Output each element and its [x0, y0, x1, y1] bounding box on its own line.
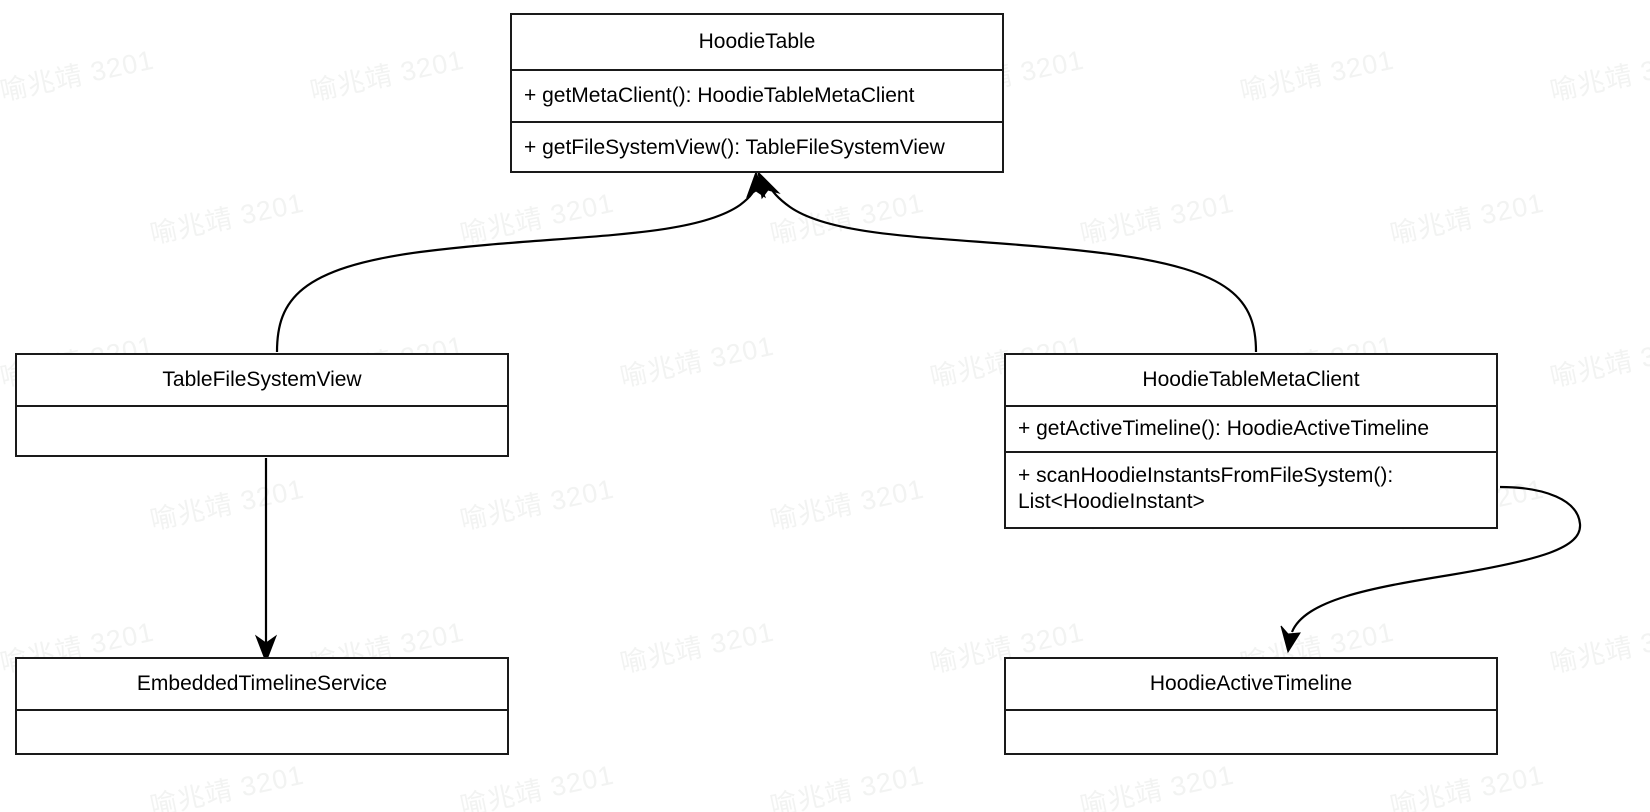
watermark-text: 喻兆靖 3201 — [1077, 759, 1237, 812]
edge-tablefsview-to-hoodietable — [275, 170, 766, 353]
class-box-hoodie-table[interactable]: HoodieTable + getMetaClient(): HoodieTab… — [510, 13, 1004, 173]
class-box-hoodie-table-meta-client[interactable]: HoodieTableMetaClient + getActiveTimelin… — [1004, 353, 1498, 529]
watermark-text: 喻兆靖 3201 — [1387, 759, 1547, 812]
edge-tablefsview-to-embeddedtimelineservice — [254, 458, 278, 664]
class-member-row: + getActiveTimeline(): HoodieActiveTimel… — [1006, 405, 1496, 451]
watermark-text: 喻兆靖 3201 — [1547, 330, 1650, 393]
watermark-text: 喻兆靖 3201 — [617, 330, 777, 393]
watermark-text: 喻兆靖 3201 — [147, 759, 307, 812]
class-member-text: + scanHoodieInstantsFromFileSystem(): Li… — [1018, 464, 1394, 514]
class-member-text: + getFileSystemView(): TableFileSystemVi… — [524, 135, 945, 159]
class-member-text: + getMetaClient(): HoodieTableMetaClient — [524, 83, 915, 107]
watermark-text: 喻兆靖 3201 — [457, 473, 617, 536]
class-box-table-file-system-view[interactable]: TableFileSystemView — [15, 353, 509, 457]
class-box-embedded-timeline-service[interactable]: EmbeddedTimelineService — [15, 657, 509, 755]
watermark-text: 喻兆靖 3201 — [767, 473, 927, 536]
watermark-text: 喻兆靖 3201 — [457, 759, 617, 812]
arrow-head-icon — [746, 170, 766, 199]
arrow-head-icon — [1280, 625, 1301, 654]
watermark-text: 喻兆靖 3201 — [1237, 44, 1397, 107]
watermark-text: 喻兆靖 3201 — [1547, 44, 1650, 107]
watermark-text: 喻兆靖 3201 — [1387, 187, 1547, 250]
class-empty-compartment — [1006, 709, 1496, 757]
class-name-table-file-system-view: TableFileSystemView — [162, 368, 362, 391]
watermark-text: 喻兆靖 3201 — [617, 616, 777, 679]
watermark-text: 喻兆靖 3201 — [147, 187, 307, 250]
watermark-text: 喻兆靖 3201 — [0, 44, 157, 107]
class-name-embedded-timeline-service: EmbeddedTimelineService — [136, 672, 388, 695]
watermark-text: 喻兆靖 3201 — [147, 473, 307, 536]
watermark-text: 喻兆靖 3201 — [1547, 616, 1650, 679]
class-member-text: + getActiveTimeline(): HoodieActiveTimel… — [1018, 416, 1430, 440]
class-name-hoodie-table-meta-client: HoodieTableMetaClient — [1142, 368, 1360, 391]
watermark-text: 喻兆靖 3201 — [457, 187, 617, 250]
watermark-text: 喻兆靖 3201 — [1077, 187, 1237, 250]
class-member-row: + getMetaClient(): HoodieTableMetaClient — [512, 69, 1002, 121]
watermark-text: 喻兆靖 3201 — [767, 187, 927, 250]
class-member-row: + scanHoodieInstantsFromFileSystem(): Li… — [1006, 451, 1496, 531]
class-member-row: + getFileSystemView(): TableFileSystemVi… — [512, 121, 1002, 173]
class-box-hoodie-active-timeline[interactable]: HoodieActiveTimeline — [1004, 657, 1498, 755]
arrow-head-icon — [757, 170, 781, 200]
watermark-text: 喻兆靖 3201 — [767, 759, 927, 812]
watermark-text: 喻兆靖 3201 — [307, 44, 467, 107]
class-name-hoodie-active-timeline: HoodieActiveTimeline — [1149, 672, 1353, 695]
class-empty-compartment — [17, 709, 507, 757]
class-empty-compartment — [17, 405, 507, 459]
edge-metaclient-to-hoodietable — [757, 170, 1258, 353]
class-name-hoodie-table: HoodieTable — [698, 30, 816, 53]
